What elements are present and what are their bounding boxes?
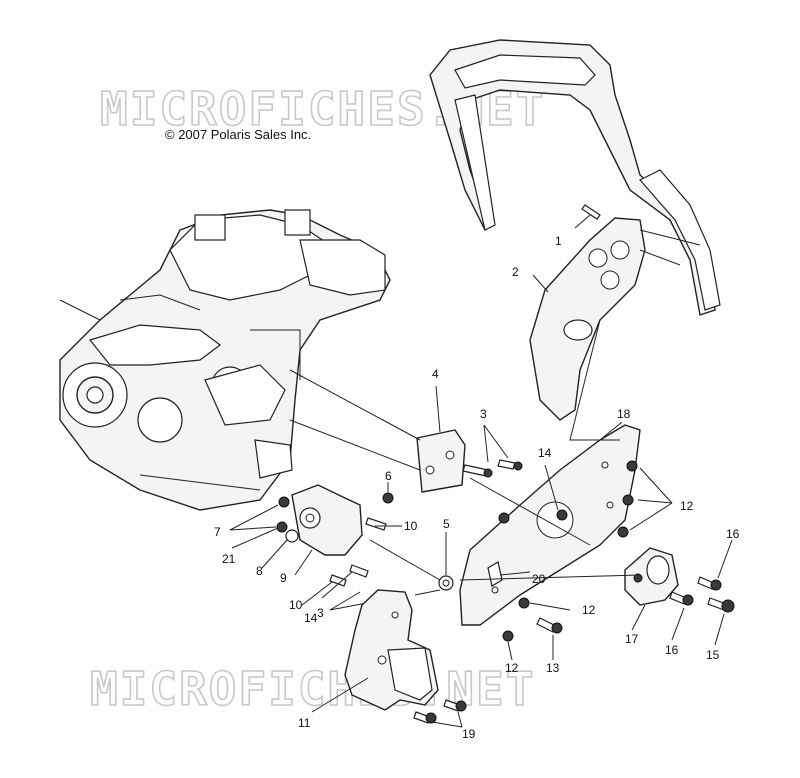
- callout-16-lower: 16: [665, 643, 679, 657]
- part-6-bolt: [382, 482, 394, 504]
- callout-2: 2: [512, 265, 519, 279]
- part-2-bracket: [529, 217, 701, 421]
- callout-12-upper: 12: [680, 499, 694, 513]
- part-5-washer: [438, 532, 454, 591]
- callout-11: 11: [298, 716, 311, 730]
- part-3-bolts: [462, 424, 523, 478]
- callout-5: 5: [443, 517, 450, 531]
- part-13-bolt: [536, 617, 563, 660]
- callout-3-upper: 3: [480, 407, 487, 421]
- part-8-bushing: [261, 529, 299, 569]
- part-11-lower-bracket: [311, 589, 439, 713]
- assembly-lines: [369, 319, 641, 596]
- callout-16-upper: 16: [726, 527, 740, 541]
- callout-8: 8: [256, 564, 263, 578]
- callout-4: 4: [432, 367, 439, 381]
- watermark-bottom: MICROFICHES.NET: [90, 662, 535, 716]
- part-20-spacer: [487, 561, 531, 587]
- engine-assembly: [59, 209, 391, 511]
- callout-15: 15: [706, 648, 720, 662]
- part-17-engine-mount: [624, 547, 679, 631]
- callout-12-lower: 12: [505, 661, 519, 675]
- part-19-bolts: [413, 699, 467, 728]
- callout-17: 17: [625, 632, 639, 646]
- copyright-text: © 2007 Polaris Sales Inc.: [165, 127, 311, 142]
- part-3-lower-bolt: [321, 564, 369, 599]
- part-12-bolts: [498, 460, 673, 661]
- callout-labels: 1 2 3 4 5 6 7 8 9 10 10 3 11 12 12 12 13…: [214, 234, 740, 741]
- callout-13: 13: [546, 661, 560, 675]
- callout-7: 7: [214, 525, 221, 539]
- callout-9: 9: [280, 571, 287, 585]
- callout-10-upper: 10: [404, 519, 418, 533]
- part-10-bolts: [301, 517, 402, 606]
- callout-3-lower: 3: [317, 606, 324, 620]
- callout-14-upper: 14: [538, 446, 552, 460]
- callout-6: 6: [385, 469, 392, 483]
- callout-21: 21: [222, 552, 236, 566]
- callout-18: 18: [617, 407, 631, 421]
- callout-19: 19: [462, 727, 476, 741]
- callout-1: 1: [555, 234, 562, 248]
- callout-14-lower: 14: [304, 611, 318, 625]
- part-15-16-bolts: [669, 539, 735, 646]
- part-9-mount-bracket: [291, 484, 363, 576]
- callout-12-middle: 12: [582, 603, 596, 617]
- callout-10-lower: 10: [289, 598, 303, 612]
- part-7-nuts: [229, 496, 290, 533]
- part-1-pin: [574, 204, 601, 229]
- part-4-bracket: [289, 369, 466, 493]
- part-21-washer: [231, 527, 279, 549]
- callout-20: 20: [532, 572, 546, 586]
- frame-rollbar: [429, 39, 721, 316]
